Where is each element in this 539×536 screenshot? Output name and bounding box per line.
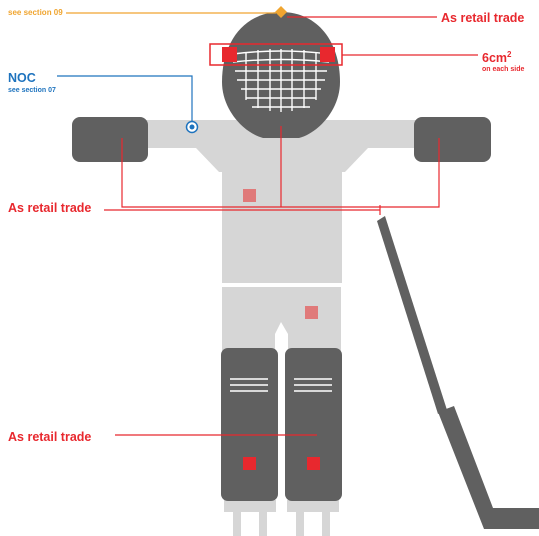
jersey xyxy=(100,120,435,283)
see-section-09-label: see section 09 xyxy=(8,9,63,17)
right-pad-square xyxy=(307,457,320,470)
right-leg-pad xyxy=(285,348,342,501)
pads-marking-label: As retail trade xyxy=(8,431,91,444)
left-pad-square xyxy=(243,457,256,470)
jersey-marker xyxy=(243,189,256,202)
jersey-marking-label: As retail trade xyxy=(8,202,91,215)
right-blocker xyxy=(414,117,491,162)
skate-blades xyxy=(224,500,339,536)
leg-pads xyxy=(221,348,342,501)
left-leg-pad xyxy=(221,348,278,501)
pants-marker xyxy=(305,306,318,319)
size-label: 6cm2 xyxy=(482,51,511,65)
helmet-top-marking xyxy=(66,6,437,18)
helmet xyxy=(222,12,340,138)
noc-label: NOC xyxy=(8,72,36,85)
helmet-marking-label: As retail trade xyxy=(441,12,524,25)
see-section-07-label: see section 07 xyxy=(8,87,56,94)
goalie-stick xyxy=(377,216,539,529)
pants xyxy=(222,287,341,356)
size-sub-label: on each side xyxy=(482,66,524,73)
right-side-square xyxy=(320,47,335,62)
size-main: 6cm xyxy=(482,51,507,65)
left-blocker xyxy=(72,117,148,162)
size-superscript: 2 xyxy=(507,50,511,59)
left-side-square xyxy=(222,47,237,62)
